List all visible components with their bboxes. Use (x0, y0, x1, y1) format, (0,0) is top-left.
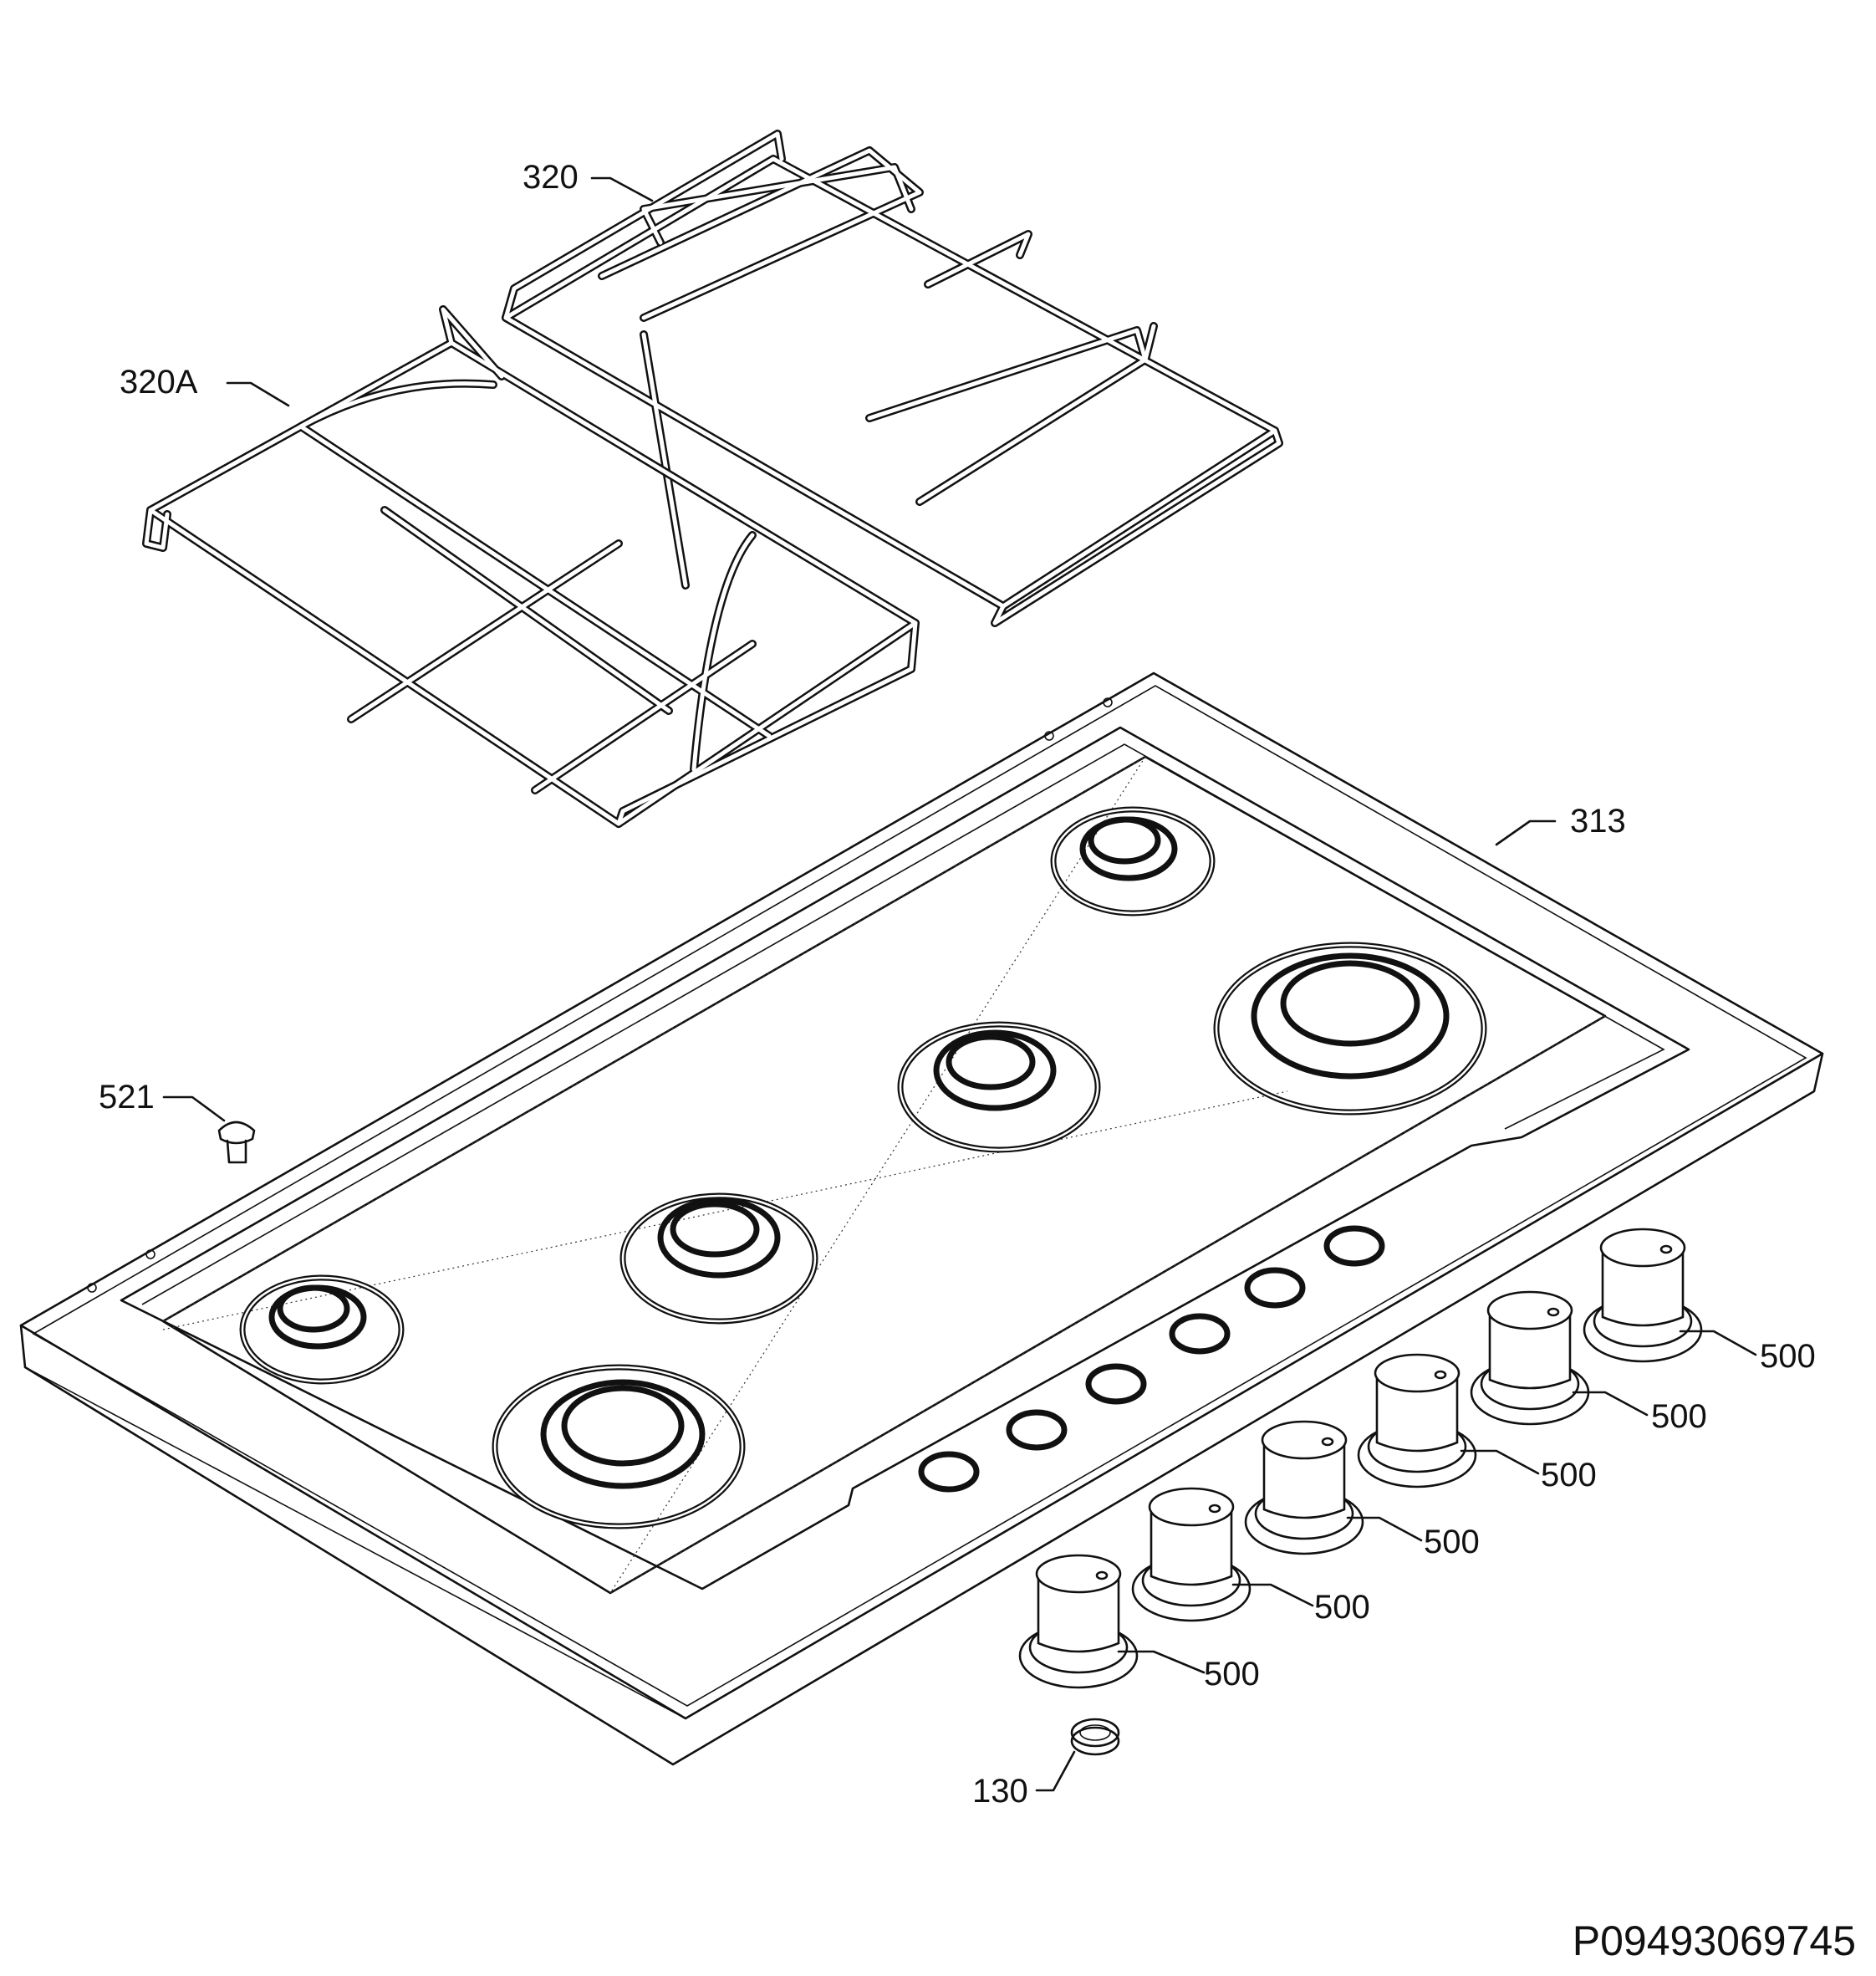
grate-320A (142, 305, 920, 828)
control-knob-6 (1583, 1228, 1703, 1363)
control-knob-2 (1131, 1487, 1252, 1622)
hob-top-313 (19, 671, 1824, 1766)
screw-521 (217, 1121, 256, 1164)
burner-front-left (239, 1274, 405, 1385)
callout-500-5: 500 (1651, 1398, 1707, 1435)
callout-500-1: 500 (1204, 1656, 1260, 1693)
callout-500-2: 500 (1314, 1589, 1370, 1626)
burner-front-large (492, 1364, 746, 1529)
callout-313: 313 (1570, 803, 1626, 840)
callout-320: 320 (523, 159, 579, 196)
burner-front-middle (619, 1192, 818, 1325)
drawing-code: P09493069745 (1573, 1917, 1856, 1964)
bushing-130 (1070, 1718, 1120, 1756)
callout-500-3: 500 (1424, 1524, 1480, 1560)
burner-center (897, 1021, 1101, 1153)
callout-130: 130 (972, 1773, 1028, 1810)
burner-rear-small (1050, 806, 1216, 917)
knobs-500 (1018, 1228, 1703, 1689)
control-knob-4 (1357, 1353, 1477, 1488)
control-knob-3 (1244, 1420, 1364, 1555)
callout-320A: 320A (120, 364, 198, 401)
leader-lines (162, 176, 1757, 1792)
callout-500-4: 500 (1541, 1457, 1597, 1493)
burner-rear-large (1213, 942, 1487, 1116)
control-knob-1 (1018, 1554, 1139, 1689)
callout-500-6: 500 (1760, 1338, 1816, 1375)
control-knob-5 (1470, 1290, 1590, 1426)
knob-holes (918, 1225, 1385, 1493)
grate-320 (502, 130, 1283, 627)
callout-521: 521 (99, 1079, 155, 1116)
